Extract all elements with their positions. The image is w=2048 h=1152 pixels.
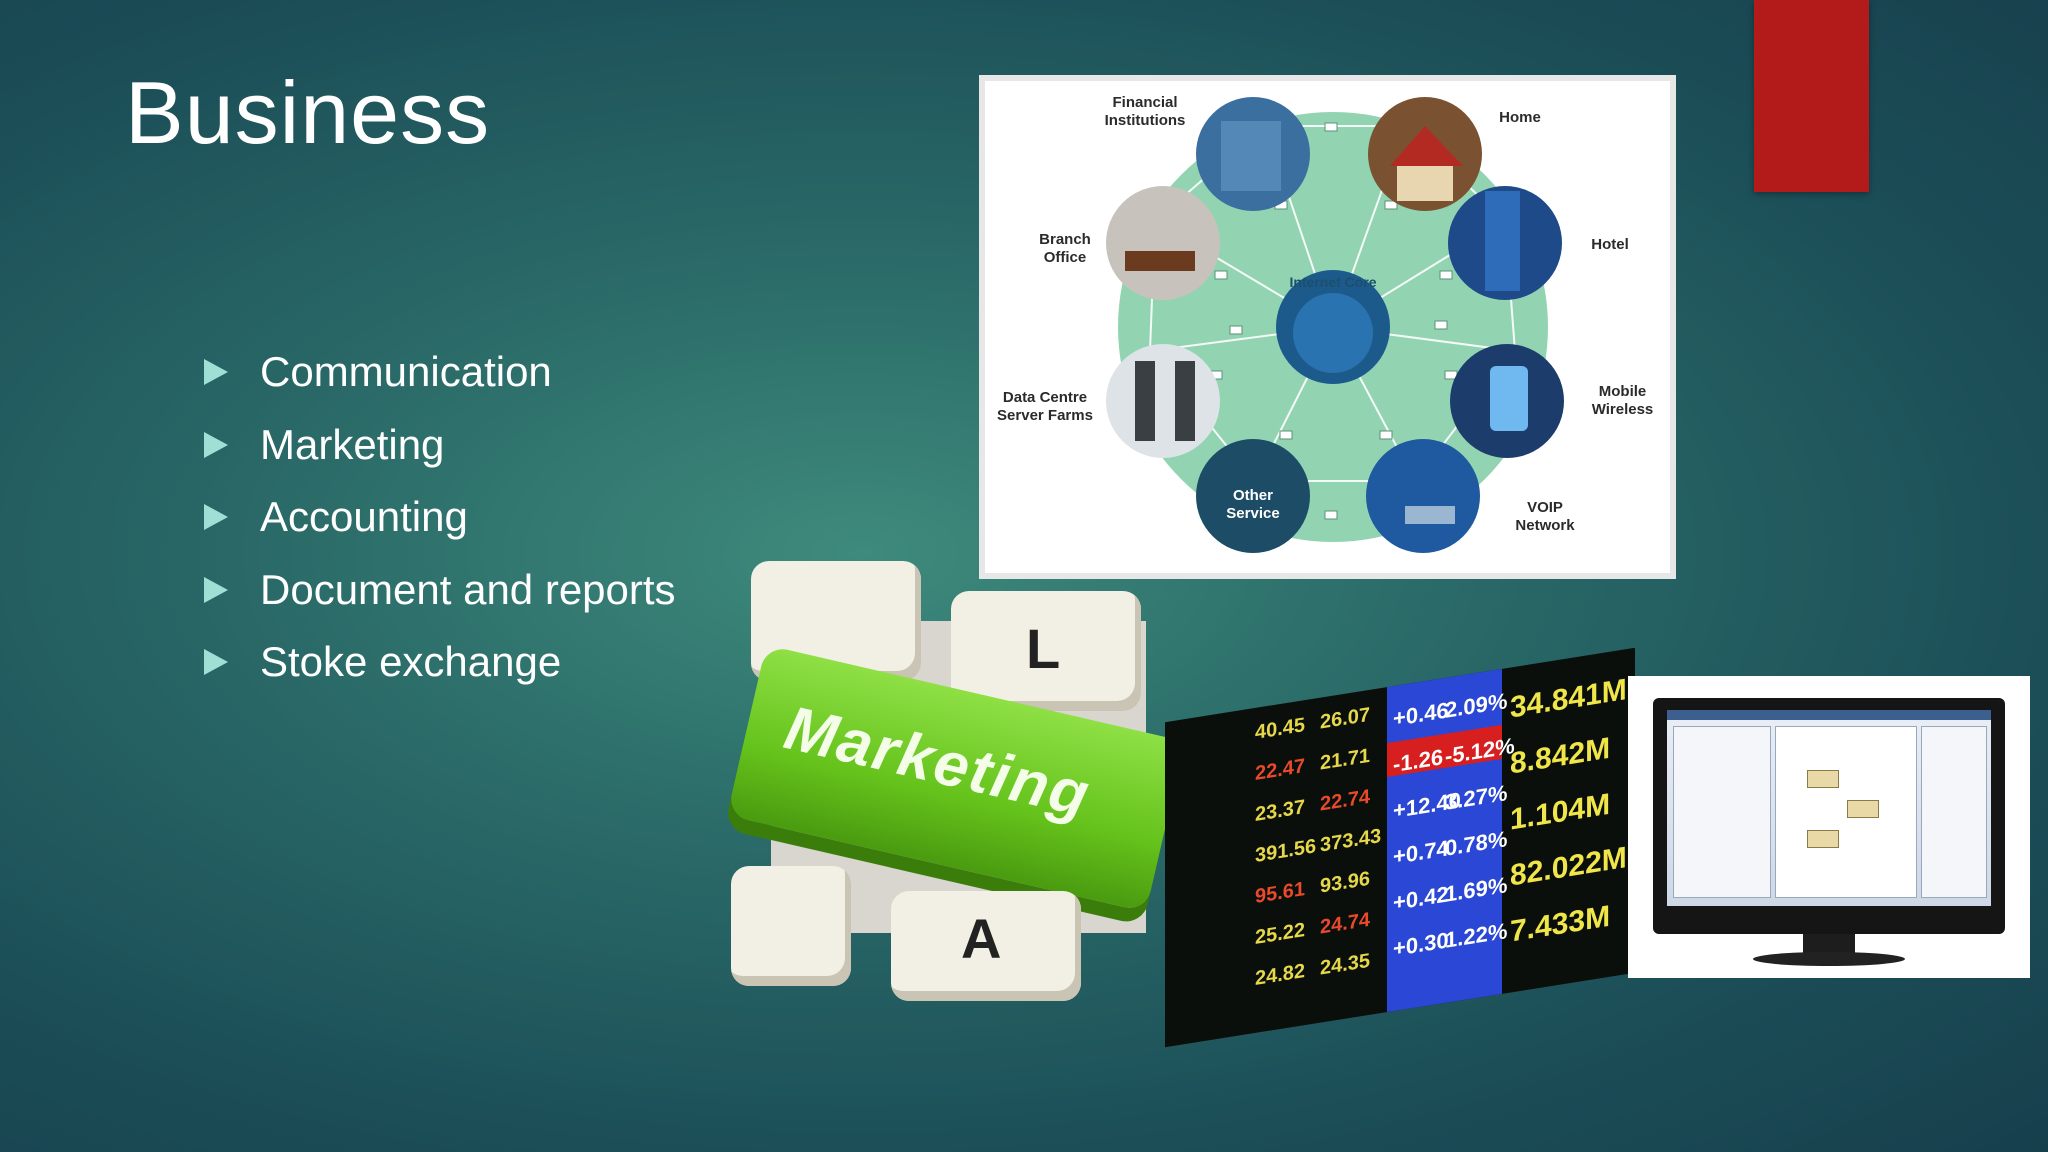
bullet-item: Document and reports bbox=[200, 554, 676, 627]
internet-core-label: Internet Core bbox=[1289, 274, 1376, 290]
stock-volume: 7.433M bbox=[1510, 899, 1611, 949]
bullet-arrow-icon bbox=[204, 431, 228, 458]
marketing-key-image: L Marketing A bbox=[726, 561, 1186, 1001]
bullet-item: Stoke exchange bbox=[200, 626, 676, 699]
monitor-screen bbox=[1667, 710, 1991, 906]
key-letter: A bbox=[961, 907, 1002, 970]
stock-value: 25.22 bbox=[1255, 919, 1306, 949]
bullet-item: Marketing bbox=[200, 409, 676, 482]
diagram-label-data-centre: Data Centre Server Farms bbox=[997, 389, 1093, 424]
accent-bar bbox=[1754, 0, 1869, 192]
stock-value: 22.47 bbox=[1255, 755, 1306, 785]
bullet-list: Communication Marketing Accounting Docum… bbox=[200, 336, 676, 699]
stock-value: 95.61 bbox=[1255, 878, 1306, 908]
stock-value: 24.35 bbox=[1320, 949, 1371, 980]
bullet-text: Marketing bbox=[260, 420, 445, 468]
stock-volume: 8.842M bbox=[1510, 731, 1611, 781]
bullet-item: Accounting bbox=[200, 481, 676, 554]
diagram-label-financial-institutions: Financial Institutions bbox=[1104, 94, 1186, 129]
stock-value: 23.37 bbox=[1255, 796, 1306, 826]
bullet-arrow-icon bbox=[204, 576, 228, 603]
stock-value: 93.96 bbox=[1320, 867, 1371, 898]
diagram-label-branch-office: Branch Office bbox=[1039, 231, 1091, 266]
diagram-label-hotel: Hotel bbox=[1591, 236, 1629, 253]
stock-volume: 82.022M bbox=[1510, 841, 1627, 893]
bullet-arrow-icon bbox=[204, 504, 228, 531]
stock-value: 22.74 bbox=[1320, 785, 1371, 816]
diagram-label-mobile-wireless: Mobile Wireless bbox=[1591, 383, 1654, 418]
bullet-text: Accounting bbox=[260, 493, 468, 541]
slide-title: Business bbox=[125, 63, 491, 162]
diagram-label-voip-network: VOIP Network bbox=[1515, 499, 1575, 534]
stock-value: 24.82 bbox=[1255, 960, 1306, 990]
bullet-text: Document and reports bbox=[260, 565, 676, 613]
diagram-label-other-service: Other Service bbox=[1226, 487, 1280, 522]
stock-value: 373.43 bbox=[1320, 824, 1382, 857]
network-diagram-image: Internet Core Financial Institutions Hom… bbox=[979, 75, 1676, 579]
bullet-arrow-icon bbox=[204, 649, 228, 676]
bullet-item: Communication bbox=[200, 336, 676, 409]
bullet-arrow-icon bbox=[204, 359, 228, 386]
stock-volume: 1.104M bbox=[1510, 787, 1611, 837]
monitor-frame bbox=[1653, 698, 2005, 934]
stock-value: 21.71 bbox=[1320, 744, 1371, 775]
stock-value: 40.45 bbox=[1255, 714, 1306, 744]
network-diagram-graphic: Internet Core bbox=[1106, 97, 1564, 553]
key-letter: L bbox=[1026, 617, 1061, 680]
bullet-text: Stoke exchange bbox=[260, 638, 562, 686]
stock-value: 391.56 bbox=[1255, 835, 1317, 867]
marketing-key-text: Marketing bbox=[778, 693, 1097, 831]
bullet-text: Communication bbox=[260, 348, 552, 396]
diagram-label-home: Home bbox=[1499, 109, 1541, 126]
keyboard-key bbox=[731, 866, 851, 986]
monitor-stand bbox=[1803, 934, 1855, 954]
stock-value: 26.07 bbox=[1320, 703, 1371, 734]
stock-volume: 34.841M bbox=[1510, 673, 1627, 725]
keyboard-key: A bbox=[891, 891, 1081, 1001]
keyboard-key: L bbox=[951, 591, 1141, 711]
stock-value: 24.74 bbox=[1320, 908, 1371, 939]
monitor-base bbox=[1753, 952, 1905, 966]
computer-monitor-image bbox=[1628, 676, 2030, 978]
